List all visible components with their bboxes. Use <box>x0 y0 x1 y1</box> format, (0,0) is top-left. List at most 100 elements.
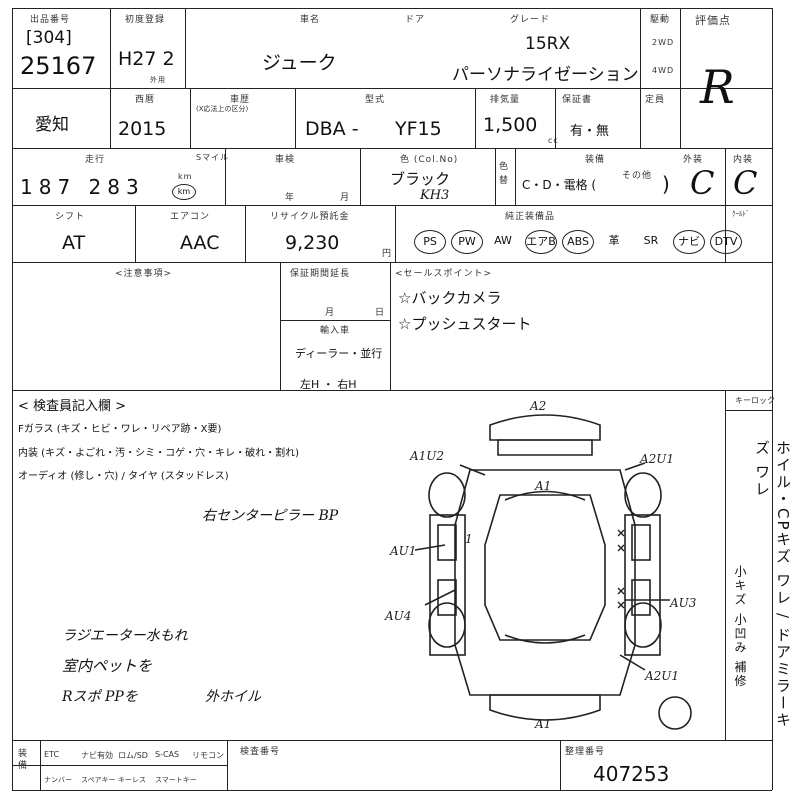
row-line-2 <box>12 148 772 150</box>
drive-label: 駆動 <box>650 15 671 25</box>
footer-cell-top-3: S-CAS <box>155 750 180 759</box>
ac-label: エアコン <box>170 212 211 222</box>
sales-point-1: ☆バックカメラ <box>398 289 502 307</box>
model-code: YF15 <box>395 118 442 140</box>
lot-code: [304] <box>26 28 72 48</box>
row-line-4 <box>12 262 772 264</box>
displacement: 1,500 <box>483 114 538 136</box>
recycle-label: リサイクル預託金 <box>270 212 350 222</box>
yen-unit: 円 <box>382 249 393 259</box>
exterior-score: C <box>690 164 715 202</box>
hand-note-5: 外ホイル <box>205 689 261 705</box>
mark-au3: AU3 <box>669 596 697 610</box>
import-value: ディーラー・並行 <box>295 347 383 360</box>
drive-2wd: 2WD <box>652 38 675 47</box>
drive-4wd: 4WD <box>652 66 675 75</box>
border-top <box>12 8 772 10</box>
mileage: 187 283 <box>20 175 145 199</box>
footer-cell-bottom-3: スマートキー <box>155 776 197 784</box>
month-text: 月 <box>325 308 336 318</box>
small-note: 外用 <box>150 76 166 84</box>
option-3: エアB <box>525 230 557 254</box>
shift: AT <box>62 232 86 254</box>
region: 愛知 <box>35 115 69 135</box>
border-right <box>772 8 774 790</box>
option-8: DTV <box>710 230 742 254</box>
warranty: 有・無 <box>570 124 610 139</box>
option-5: 革 <box>608 234 620 247</box>
side-sub: 小キズ 小凹み 補修 <box>733 565 747 689</box>
hand-note-3: 室内ペットを <box>62 657 153 675</box>
model-name: ジューク <box>262 52 337 74</box>
color-code: KH3 <box>420 188 450 203</box>
hand-note-4: Rスポ PPを <box>62 689 138 705</box>
model-prefix: DBA - <box>305 118 359 140</box>
cool-label: ｸｰﾙﾄﾞ <box>732 210 750 218</box>
mark-a1-roof: A1 <box>534 479 551 493</box>
mark-au1: AU1 <box>389 544 416 558</box>
footer-cell-bottom-1: スペアキー <box>81 776 116 784</box>
inspection-line2: 内装 (キズ・よごれ・汚・シミ・コゲ・穴・キレ・破れ・割れ) <box>18 448 299 459</box>
options-label: 純正装備品 <box>505 212 556 222</box>
mileage-unit: km <box>178 172 193 181</box>
first-reg: H27 2 <box>118 48 175 70</box>
first-reg-label: 初度登録 <box>125 15 166 25</box>
option-6: SR <box>643 234 659 247</box>
footer-equip-label: 装備 <box>18 749 29 771</box>
mark-au4: AU4 <box>384 609 411 623</box>
color: ブラック <box>390 170 451 188</box>
equip: C・D・電格 ( <box>522 178 597 192</box>
grade-line2: パーソナライゼーション <box>452 65 639 85</box>
recycle: 9,230 <box>285 232 340 254</box>
footer-cell-top-2: ロム/SD <box>118 751 148 760</box>
keylock-label: キーロック <box>735 396 775 405</box>
inspection-line1: Fガラス (キズ・ヒビ・ワレ・リペア跡・X要) <box>18 424 222 435</box>
year-unit: 年 <box>285 193 296 203</box>
lot-number: 25167 <box>20 52 97 80</box>
mark-a2u1-top: A2U1 <box>639 452 674 466</box>
mileage-circle: km <box>172 184 196 200</box>
footer-cell-top-4: リモコン <box>192 751 224 760</box>
exterior-label: 外装 <box>683 155 704 165</box>
sales-point-2: ☆プッシュスタート <box>398 315 532 333</box>
option-7: ナビ <box>673 230 705 254</box>
type-sub: (X応法上の区分) <box>196 105 249 113</box>
interior-label: 内装 <box>733 155 754 165</box>
mark-1: 1 <box>465 532 473 546</box>
option-1: PW <box>451 230 483 254</box>
capacity-label: 定員 <box>645 95 666 105</box>
assess-label: 検査番号 <box>240 747 281 757</box>
row-line-3 <box>12 205 772 207</box>
row-line-1 <box>12 88 772 90</box>
option-4: ABS <box>562 230 594 254</box>
shift-label: シフト <box>55 212 86 222</box>
color-side: 色替 <box>499 162 510 186</box>
sales-label: <セールスポイント> <box>395 269 493 279</box>
notes-label: <注意事項> <box>115 269 173 279</box>
inspection-line3: オーディオ (修し・穴) / タイヤ (スタッドレス) <box>18 471 229 482</box>
interior-score: C <box>733 164 758 202</box>
year-label: 西暦 <box>135 95 156 105</box>
warranty-label: 保証書 <box>562 95 593 105</box>
footer-cell-top-0: ETC <box>44 750 60 759</box>
footer-cell-bottom-2: キーレス <box>118 776 146 784</box>
color-label: 色 (Col.No) <box>400 155 459 165</box>
mileage-unit-label: Sマイル <box>196 153 230 162</box>
reg-label: 整理番号 <box>565 747 606 757</box>
reg-number: 407253 <box>593 762 670 786</box>
inspection-title: < 検査員記入欄 > <box>18 399 127 414</box>
lot-label: 出品番号 <box>30 15 71 25</box>
row-line-6 <box>12 740 772 742</box>
equip-label: 装備 <box>585 155 606 165</box>
model-label: 車名 <box>300 15 321 25</box>
score-label: 評価点 <box>695 14 731 27</box>
border-left <box>12 8 14 790</box>
door-label: ドア <box>405 15 426 25</box>
mark-a1-bottom: A1 <box>534 717 551 731</box>
mark-a1u2: A1U2 <box>409 449 444 463</box>
inspection-label: 車検 <box>275 155 296 165</box>
car-diagram: A2 A1U2 A2U1 A1 AU1 1 AU4 AU3 A2U1 A1 <box>384 399 697 731</box>
displacement-label: 排気量 <box>490 95 521 105</box>
mileage-label: 走行 <box>85 155 106 165</box>
